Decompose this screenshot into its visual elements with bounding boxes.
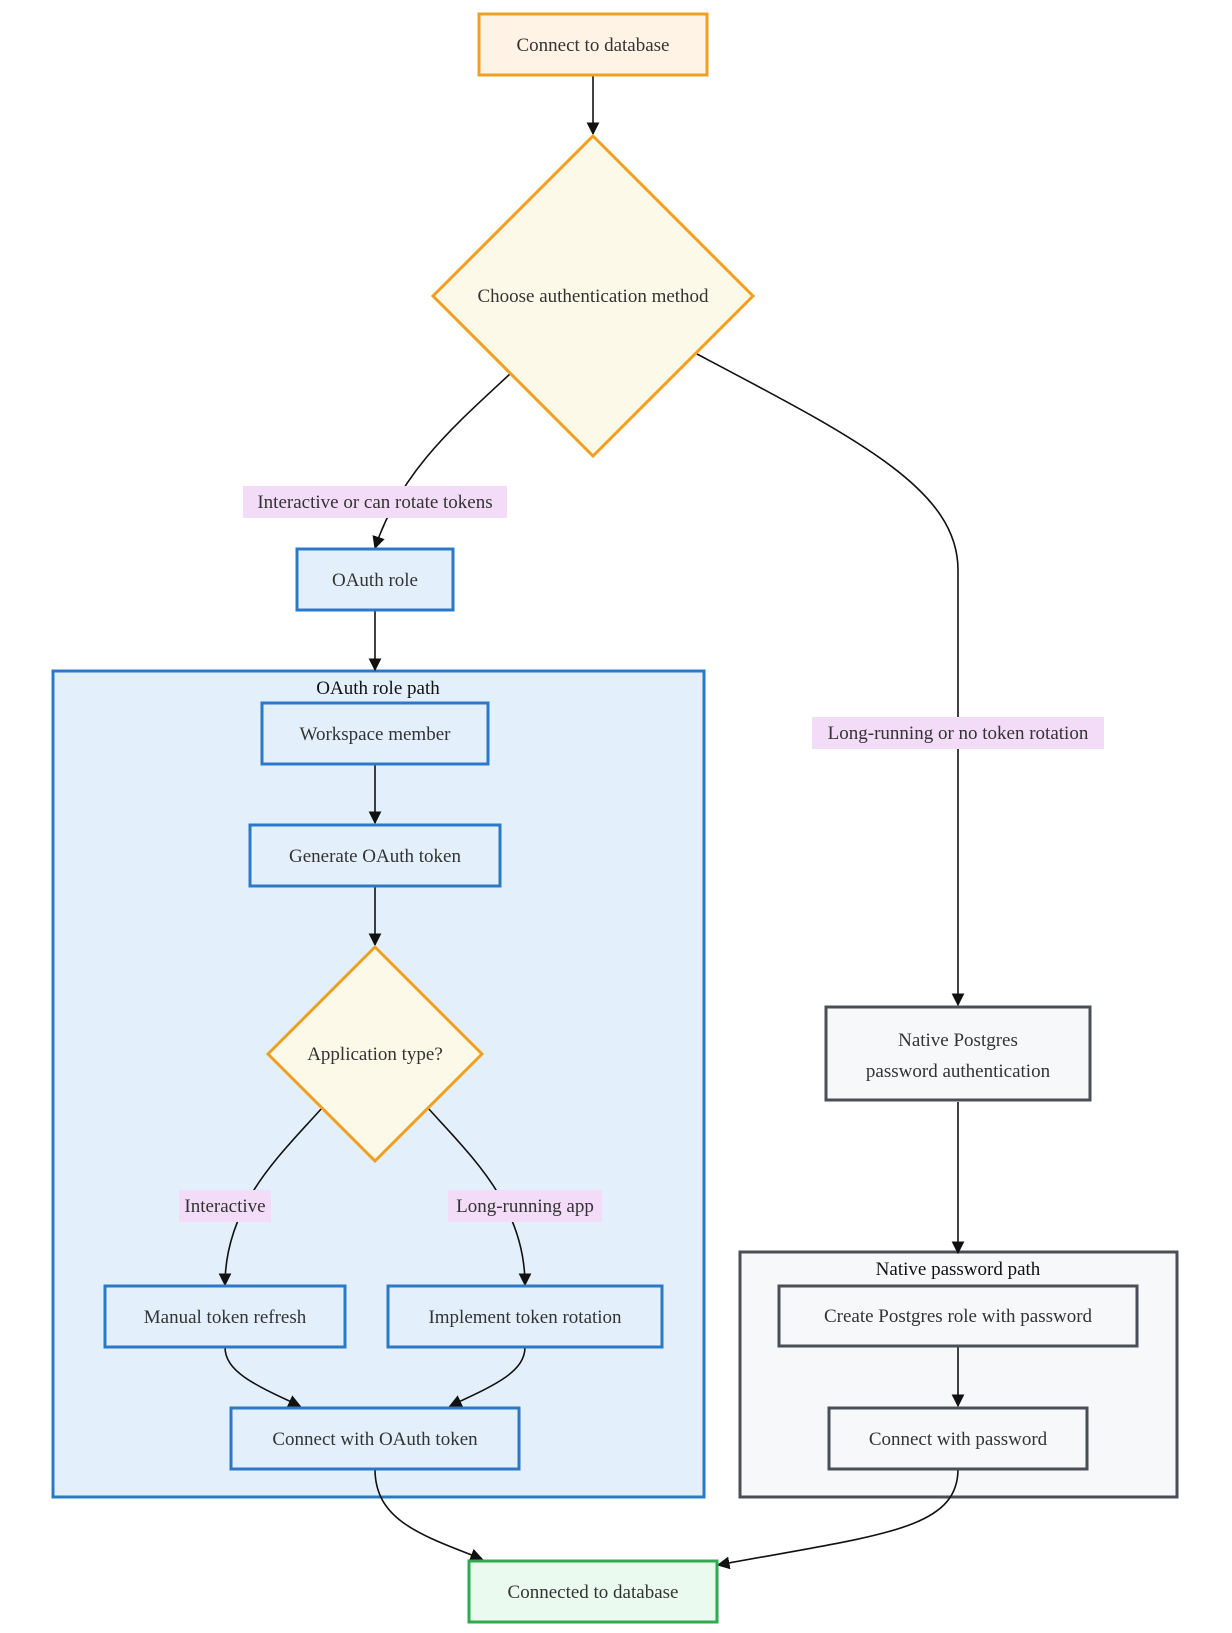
native-password-path-title: Native password path <box>876 1259 1041 1280</box>
node-connect-with-password: Connect with password <box>827 1406 1089 1471</box>
node-connected-to-database: Connected to database <box>467 1559 719 1624</box>
svg-text:Native Postgres: Native Postgres <box>898 1030 1018 1051</box>
svg-text:Connect with password: Connect with password <box>869 1429 1048 1450</box>
edge-label-interactive-rotate: Interactive or can rotate tokens <box>243 486 507 518</box>
edge-token-rotation-to-connect-oauth <box>448 1346 526 1407</box>
edge-choose-to-native-auth <box>696 353 965 1007</box>
oauth-role-path-title: OAuth role path <box>316 678 440 699</box>
node-create-postgres-role-with-password: Create Postgres role with password <box>777 1284 1139 1348</box>
node-choose-authentication-method: Choose authentication method <box>430 133 756 459</box>
svg-text:Workspace member: Workspace member <box>300 724 452 745</box>
svg-text:Long-running app: Long-running app <box>456 1196 594 1217</box>
edge-label-interactive: Interactive <box>179 1190 271 1222</box>
svg-text:Application type?: Application type? <box>307 1044 443 1065</box>
node-oauth-role: OAuth role <box>295 547 455 612</box>
edge-label-long-running-app: Long-running app <box>448 1190 602 1222</box>
svg-text:Choose authentication method: Choose authentication method <box>477 286 709 307</box>
node-connect-with-oauth-token: Connect with OAuth token <box>229 1406 521 1471</box>
svg-text:Generate OAuth token: Generate OAuth token <box>289 846 461 867</box>
edge-app-type-to-manual-refresh <box>218 1107 323 1287</box>
svg-text:Connect to database: Connect to database <box>516 35 669 56</box>
node-workspace-member: Workspace member <box>260 701 490 766</box>
edge-label-long-running-no-rotation: Long-running or no token rotation <box>812 717 1104 749</box>
edges <box>218 75 965 1570</box>
svg-text:Implement token rotation: Implement token rotation <box>428 1307 622 1328</box>
svg-text:OAuth role: OAuth role <box>332 570 418 591</box>
node-manual-token-refresh: Manual token refresh <box>103 1284 347 1349</box>
node-native-postgres-password-authentication: Native Postgres password authentication <box>824 1005 1092 1102</box>
svg-text:Connected to database: Connected to database <box>508 1582 679 1603</box>
node-generate-oauth-token: Generate OAuth token <box>248 823 502 888</box>
edge-manual-refresh-to-connect-oauth <box>224 1346 302 1407</box>
svg-text:Manual token refresh: Manual token refresh <box>144 1307 307 1328</box>
node-application-type: Application type? <box>265 944 485 1164</box>
svg-text:Create Postgres role with pass: Create Postgres role with password <box>824 1306 1093 1327</box>
svg-text:password authentication: password authentication <box>866 1061 1051 1082</box>
edge-choose-to-oauth-role <box>372 372 512 550</box>
svg-text:Interactive or can rotate toke: Interactive or can rotate tokens <box>257 492 492 513</box>
node-connect-to-database: Connect to database <box>477 12 709 77</box>
node-implement-token-rotation: Implement token rotation <box>386 1284 664 1349</box>
svg-text:Interactive: Interactive <box>184 1196 265 1217</box>
svg-text:Connect with OAuth token: Connect with OAuth token <box>272 1429 478 1450</box>
edge-app-type-to-token-rotation <box>427 1107 532 1287</box>
edge-connect-oauth-to-connected <box>374 1468 484 1561</box>
svg-text:Long-running or no token rotat: Long-running or no token rotation <box>828 723 1089 744</box>
edge-connect-password-to-connected <box>716 1468 959 1570</box>
